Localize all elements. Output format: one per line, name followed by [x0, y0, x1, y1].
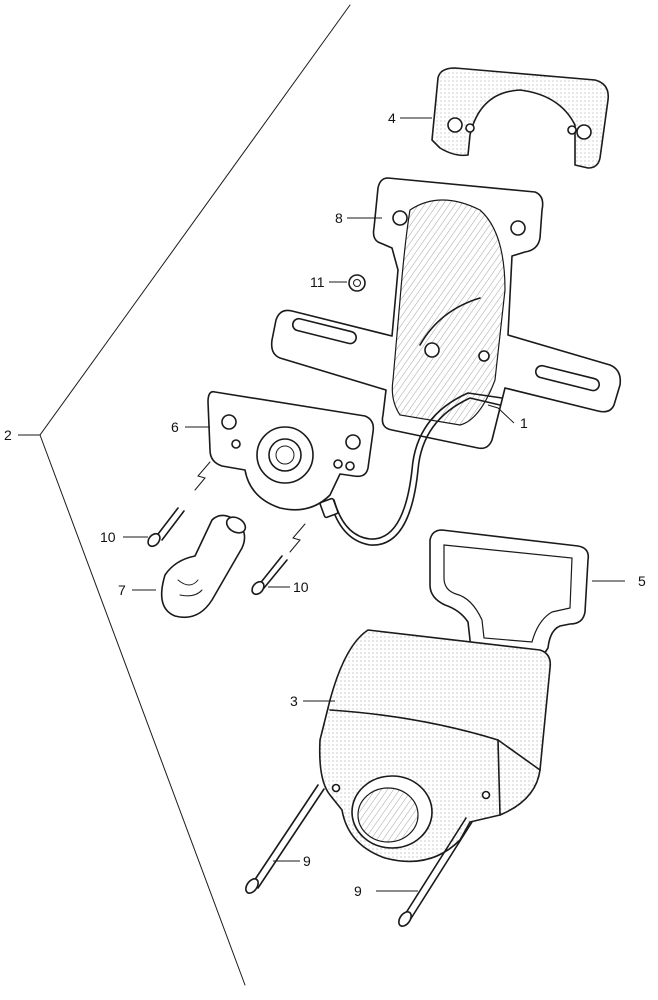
callout-4: 4 — [388, 110, 396, 126]
callouts: 1 2 3 4 5 6 7 8 9 9 10 10 11 — [4, 110, 646, 899]
callout-7: 7 — [118, 582, 126, 598]
part-plate-bracket — [270, 177, 622, 450]
callout-8: 8 — [335, 210, 343, 226]
part-top-cover — [431, 67, 610, 169]
callout-2: 2 — [4, 427, 12, 443]
callout-3: 3 — [290, 693, 298, 709]
assembly-bracket-line — [18, 4, 351, 986]
leader-lines — [123, 117, 625, 892]
part-socket-base — [207, 390, 375, 511]
callout-6: 6 — [171, 419, 179, 435]
part-wire — [319, 392, 503, 546]
part-screw-upper — [147, 461, 211, 548]
part-screw-lower — [251, 523, 306, 596]
part-long-screw-right — [398, 817, 473, 927]
part-gasket — [429, 529, 590, 661]
callout-5: 5 — [638, 573, 646, 589]
part-nut — [348, 274, 366, 292]
callout-1: 1 — [520, 415, 528, 431]
callout-9-right: 9 — [354, 883, 362, 899]
part-bulb — [160, 514, 247, 619]
callout-10-upper: 10 — [100, 529, 116, 545]
part-long-screw-left — [245, 784, 325, 894]
callout-9-left: 9 — [303, 853, 311, 869]
callout-11: 11 — [310, 274, 325, 290]
part-lens-housing — [318, 629, 552, 863]
callout-10-lower: 10 — [293, 579, 309, 595]
